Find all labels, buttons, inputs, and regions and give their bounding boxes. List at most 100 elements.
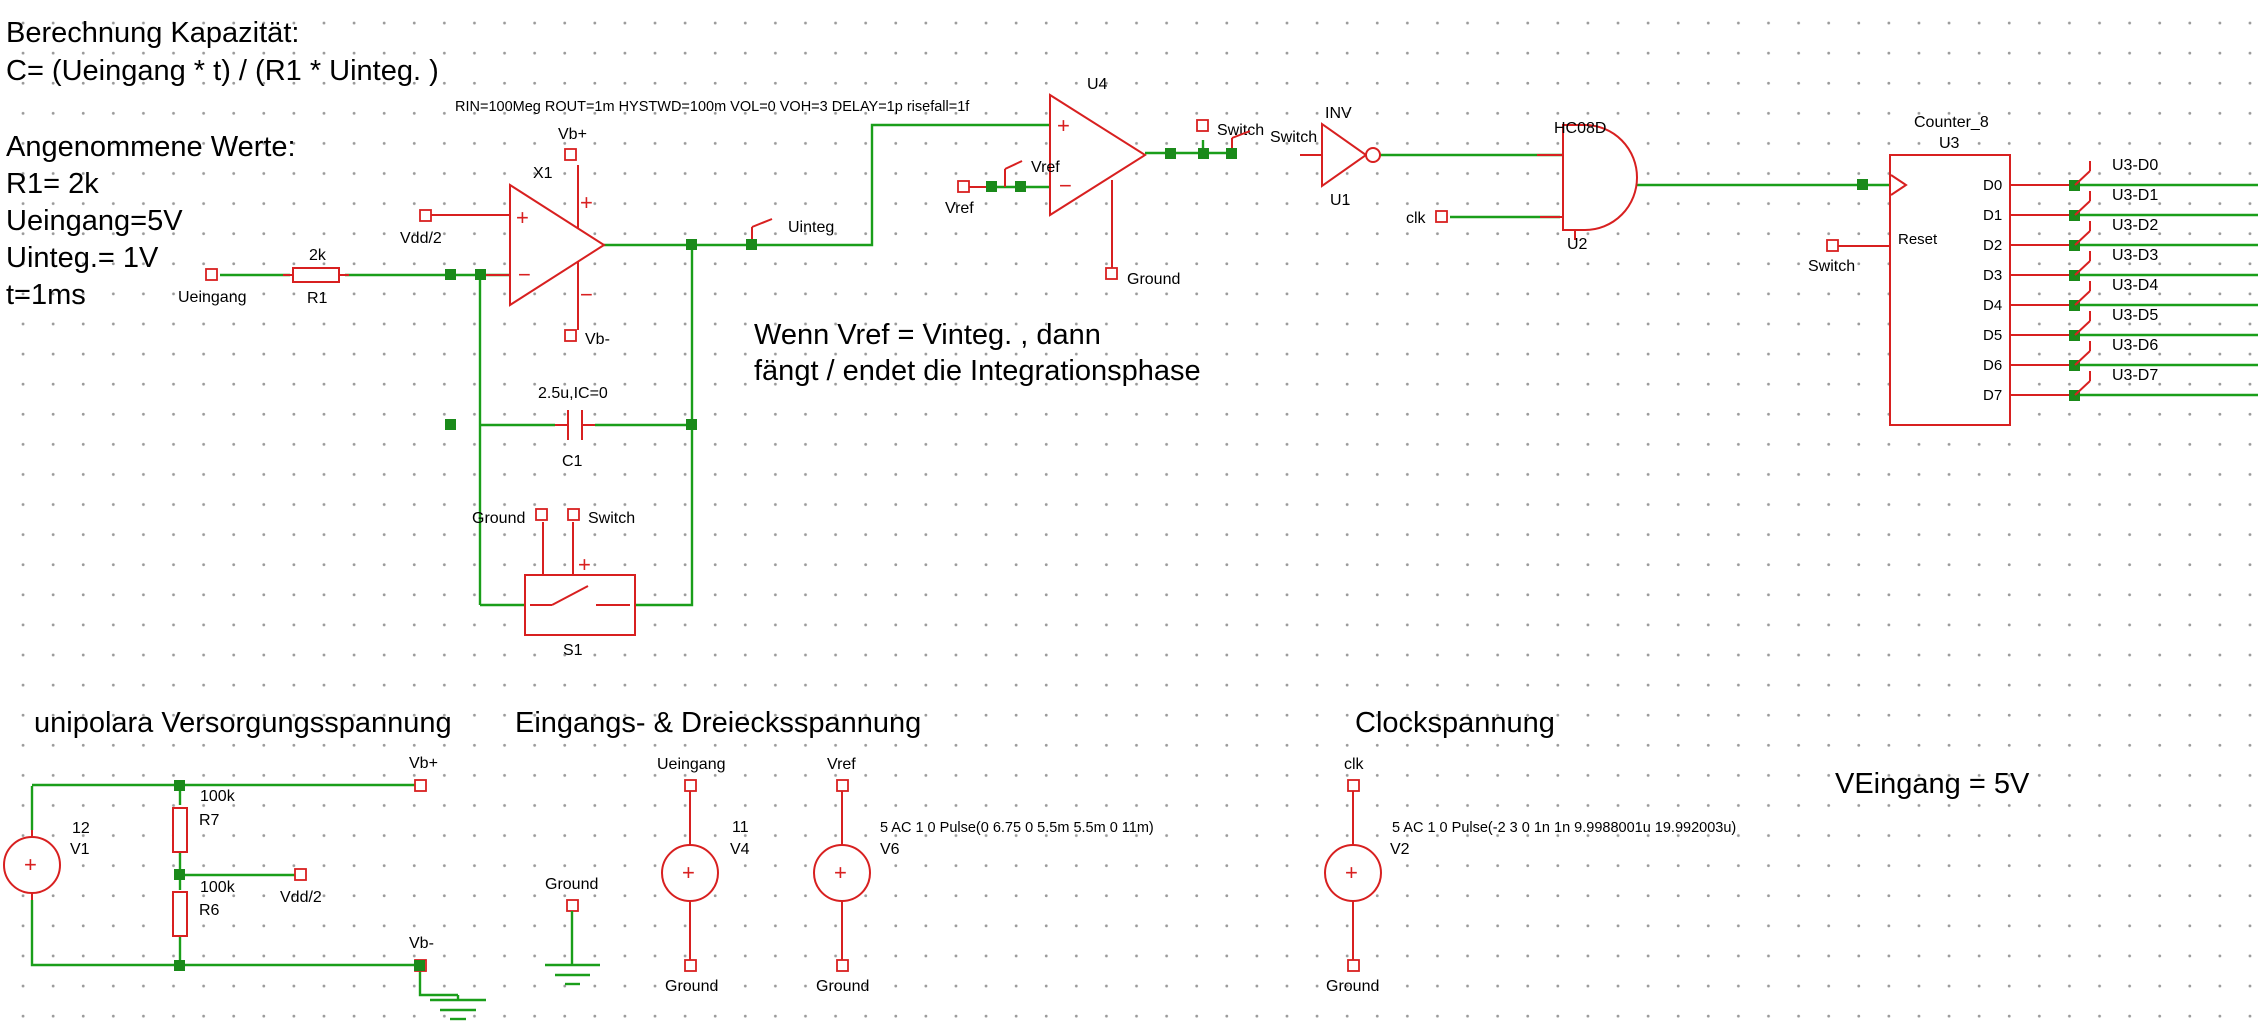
vref-pin-label: Vref <box>945 200 974 217</box>
counter-pin-d7: D7 <box>1983 387 2002 404</box>
svg-text:+: + <box>1345 860 1358 885</box>
vref-pin <box>957 180 970 193</box>
counter-name: Counter_8 <box>1914 114 1989 131</box>
counter-pins: D0U3-D0D1U3-D1D2U3-D2D3U3-D3D4U3-D4D5U3-… <box>1983 157 2258 404</box>
svg-text:+: + <box>834 860 847 885</box>
v6-vref-pin <box>836 779 849 792</box>
counter-output-junction <box>2069 270 2080 281</box>
v2-ground-pin <box>1347 959 1360 972</box>
svg-text:+: + <box>24 852 37 877</box>
counter-output-label-6: U3-D6 <box>2112 337 2158 354</box>
vbplus-pin <box>564 148 577 161</box>
ueingang-label: Ueingang <box>178 289 247 306</box>
input-title: Eingangs- & Dreiecksspannung <box>515 707 921 739</box>
counter-flag-stem <box>2074 320 2091 336</box>
switch-pin <box>1196 119 1209 132</box>
supply-vdd2-label: Vdd/2 <box>280 889 322 906</box>
r1-name: R1 <box>307 290 328 307</box>
r6-value: 100k <box>200 879 236 896</box>
svg-text:+: + <box>1057 113 1070 138</box>
counter-flag-stem <box>2074 380 2091 396</box>
assumed-ueingang: Ueingang=5V <box>6 205 183 237</box>
assumed-uinteg: Uinteg.= 1V <box>6 242 159 274</box>
capacitor-c1 <box>555 410 595 440</box>
counter-pin-d2: D2 <box>1983 237 2002 254</box>
v6-name: V6 <box>880 841 900 858</box>
v4-ground-pin <box>684 959 697 972</box>
reset-switch-label: Switch <box>1808 258 1855 275</box>
svg-text:+: + <box>580 190 593 215</box>
u4-ground-label: Ground <box>1127 271 1180 288</box>
counter-output-junction <box>2069 390 2080 401</box>
comparator-u4: + − <box>1049 93 1147 272</box>
supply-title: unipolara Versorgungsspannung <box>34 707 452 739</box>
counter-flag-stem <box>2074 290 2091 306</box>
assumed-r1: R1= 2k <box>6 168 99 200</box>
supply-vbplus-pin <box>414 779 427 792</box>
u1-name: U1 <box>1330 192 1351 209</box>
integrator-wires <box>220 123 1890 607</box>
vref-note-line2: fängt / endet die Integrationsphase <box>754 355 1201 387</box>
source-v4: + <box>661 791 719 960</box>
svg-text:−: − <box>580 282 593 307</box>
ground-flag-pin <box>566 899 579 912</box>
switch-pin-label: Switch <box>1217 122 1264 139</box>
x1-name: X1 <box>533 165 553 182</box>
assumed-title: Angenommene Werte: <box>6 131 296 163</box>
counter-output-junction <box>2069 240 2080 251</box>
ground-symbol <box>545 911 600 986</box>
v2-clk-pin <box>1347 779 1360 792</box>
svg-text:−: − <box>518 262 531 287</box>
calc-title: Berechnung Kapazität: <box>6 17 299 49</box>
svg-text:+: + <box>682 860 695 885</box>
ueingang-pin <box>205 268 218 281</box>
opamp-x1: + − + − <box>480 165 606 330</box>
svg-text:+: + <box>516 205 529 230</box>
counter-pin-d0: D0 <box>1983 177 2002 194</box>
v4-name: V4 <box>730 841 750 858</box>
comparator-params: RIN=100Meg ROUT=1m HYSTWD=100m VOL=0 VOH… <box>455 99 970 115</box>
switch-s1: + <box>524 522 636 636</box>
c1-value: 2.5u,IC=0 <box>538 385 608 402</box>
v6-params: 5 AC 1 0 Pulse(0 6.75 0 5.5m 5.5m 0 11m) <box>880 820 1154 836</box>
resistor-r6 <box>172 891 188 937</box>
counter-flag-stem <box>2074 170 2091 186</box>
resistor-r7 <box>172 807 188 853</box>
counter-pin-d4: D4 <box>1983 297 2002 314</box>
s1-switch-pin <box>567 508 580 521</box>
reset-label: Reset <box>1898 231 1938 248</box>
counter-output-label-7: U3-D7 <box>2112 367 2158 384</box>
calc-formula: C= (Ueingang * t) / (R1 * Uinteg. ) <box>6 55 439 87</box>
clk-label: clk <box>1406 210 1427 227</box>
supply-vbplus-label: Vb+ <box>409 755 438 772</box>
assumed-t: t=1ms <box>6 279 86 311</box>
counter-output-label-3: U3-D3 <box>2112 247 2158 264</box>
vbminus-pin <box>564 329 577 342</box>
supply-vdd2-pin <box>294 868 307 881</box>
counter-output-junction <box>2069 330 2080 341</box>
vref-flag-label: Vref <box>1031 159 1060 176</box>
r7-name: R7 <box>199 812 220 829</box>
counter-output-junction <box>2069 360 2080 371</box>
r1-value: 2k <box>309 247 327 264</box>
reset-switch-pin <box>1826 239 1839 252</box>
counter-clock-junction <box>1857 179 1868 190</box>
counter-output-label-4: U3-D4 <box>2112 277 2158 294</box>
counter-output-junction <box>2069 300 2080 311</box>
clock-title: Clockspannung <box>1355 707 1555 739</box>
v4-ueingang-label: Ueingang <box>657 756 726 773</box>
v6-ground-pin <box>836 959 849 972</box>
v4-ueingang-pin <box>684 779 697 792</box>
v6-ground-label: Ground <box>816 978 869 995</box>
counter-output-label-5: U3-D5 <box>2112 307 2158 324</box>
vbplus-label: Vb+ <box>558 126 587 143</box>
u4-ground-pin <box>1105 267 1118 280</box>
counter-output-label-0: U3-D0 <box>2112 157 2158 174</box>
counter-output-junction <box>2069 210 2080 221</box>
u3-name: U3 <box>1939 135 1960 152</box>
v4-ground-label: Ground <box>665 978 718 995</box>
vdd2-label: Vdd/2 <box>400 230 442 247</box>
counter-output-junction <box>2069 180 2080 191</box>
counter-output-label-2: U3-D2 <box>2112 217 2158 234</box>
